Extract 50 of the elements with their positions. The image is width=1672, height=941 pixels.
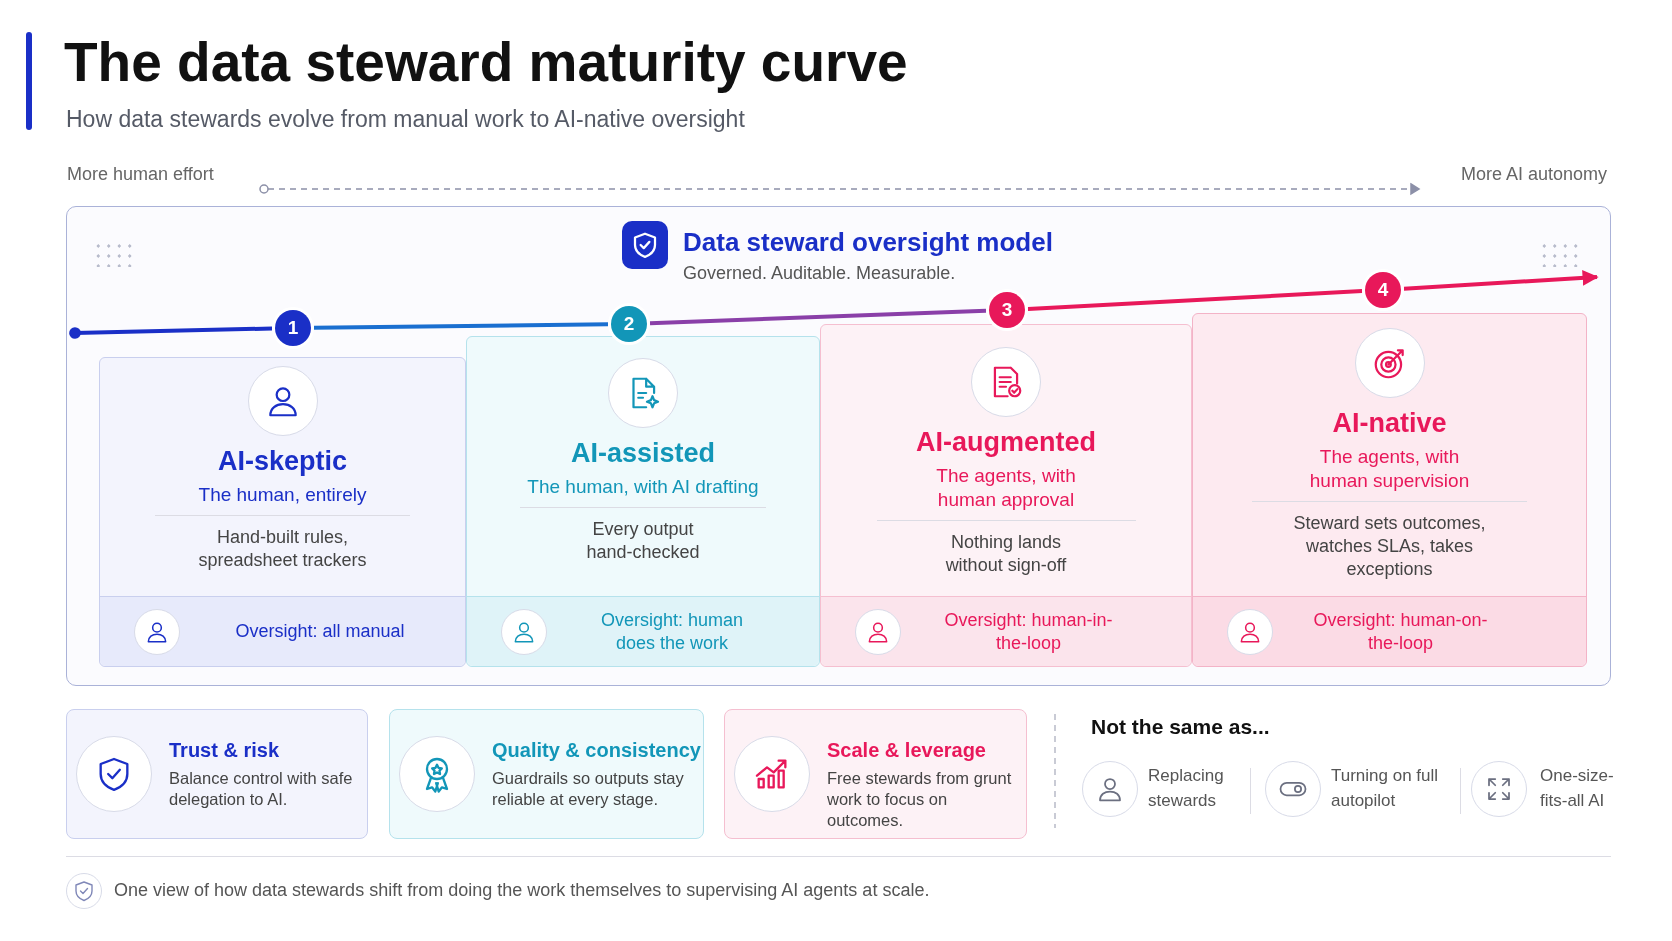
oversight-label: Oversight: all manual — [234, 620, 406, 643]
panel-heading: Data steward oversight model — [683, 227, 1053, 258]
stage-title: AI-augmented — [916, 427, 1096, 458]
progress-line — [313, 322, 609, 330]
stage-subtitle: The human, entirely — [197, 483, 368, 507]
card-text: Guardrails so outputs stay reliable at every stage. — [492, 768, 685, 810]
item-label: Replacing stewards — [1148, 765, 1225, 812]
stage-title: AI-assisted — [570, 438, 716, 469]
section-heading: Not the same as... — [1091, 715, 1270, 739]
stage-title: AI-native — [1332, 408, 1447, 439]
panel-subheading: Governed. Auditable. Measurable. — [683, 263, 956, 284]
oversight-label: Oversight: human-on-the-loop — [1313, 608, 1488, 655]
card-text: Balance control with safe delegation to AI. — [169, 768, 354, 810]
axis-label: More AI autonomy — [1460, 164, 1607, 185]
stage-description: Every output hand-checked — [585, 518, 701, 564]
card-title: Quality & consistency — [492, 739, 701, 762]
stage-card — [99, 357, 466, 667]
progress-line — [1027, 289, 1363, 311]
item-label: Turning on full autopilot — [1331, 765, 1440, 812]
subtitle: How data stewards evolve from manual work to AI-native oversight — [66, 106, 745, 133]
progress-line — [649, 308, 987, 326]
oversight-label: Oversight: human does the work — [599, 608, 745, 655]
panel — [66, 206, 1611, 686]
card-text: Free stewards from grunt work to focus on outcomes. — [827, 768, 1013, 831]
item-label: One-size-fits-all AI — [1540, 765, 1615, 812]
stage-description: Nothing lands without sign-off — [944, 531, 1068, 577]
progress-line — [1403, 269, 1599, 291]
title: The data steward maturity curve — [64, 30, 908, 94]
oversight-label: Oversight: human-in-the-loop — [943, 608, 1114, 655]
step-number: 4 — [1365, 272, 1401, 308]
benefit-card — [66, 709, 368, 839]
benefit-card — [724, 709, 1027, 839]
stage-subtitle: The agents, with human supervision — [1308, 445, 1471, 493]
stage-subtitle: The agents, with human approval — [935, 464, 1077, 512]
step-number: 1 — [275, 310, 311, 346]
stage-card — [1192, 313, 1587, 667]
axis-label: More human effort — [67, 164, 214, 185]
progress-line — [69, 326, 273, 339]
stage-title: AI-skeptic — [217, 446, 347, 477]
step-number: 3 — [989, 292, 1025, 328]
stage-card — [466, 336, 820, 667]
stage-description: Steward sets outcomes, watches SLAs, takes exceptions — [1292, 512, 1487, 581]
card-title: Scale & leverage — [827, 739, 986, 762]
benefit-card — [389, 709, 704, 839]
stage-card — [820, 324, 1192, 667]
stage-description: Hand-built rules, spreadsheet trackers — [197, 526, 368, 572]
card-title: Trust & risk — [169, 739, 280, 762]
stage-subtitle: The human, with AI drafting — [526, 475, 760, 499]
step-number: 2 — [611, 306, 647, 342]
caption: One view of how data stewards shift from doing the work themselves to supervising AI agents at scale. — [114, 880, 930, 901]
